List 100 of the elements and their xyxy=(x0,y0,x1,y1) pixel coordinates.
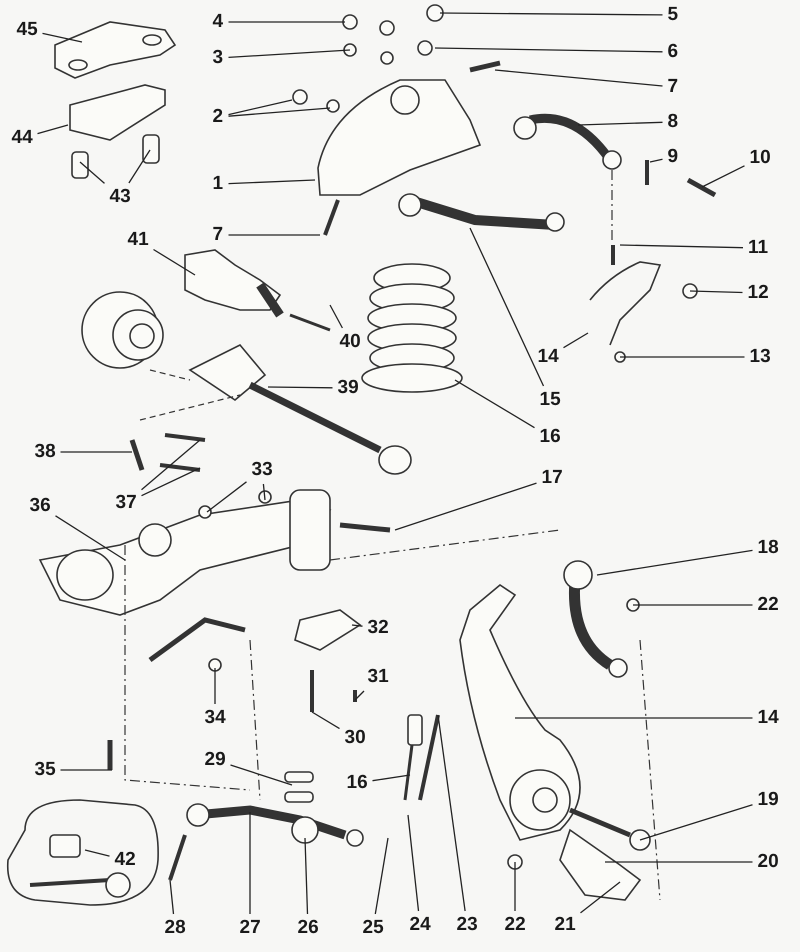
leader-line xyxy=(42,32,82,43)
callout-number: 8 xyxy=(668,112,678,132)
leader-line xyxy=(354,690,364,700)
callout-number: 32 xyxy=(368,618,389,638)
callout-number: 22 xyxy=(504,915,526,935)
leader-line xyxy=(55,515,126,561)
leader-line xyxy=(304,838,308,914)
leader-line xyxy=(374,838,389,914)
callout-number: 30 xyxy=(344,728,366,748)
callout-number: 9 xyxy=(668,147,678,167)
leader-line xyxy=(80,162,105,184)
callout-number: 4 xyxy=(212,12,224,32)
leader-line xyxy=(214,668,216,704)
callout-number: 20 xyxy=(758,852,779,872)
leader-line xyxy=(407,814,420,912)
callout-number: 22 xyxy=(758,595,779,615)
callout-number: 6 xyxy=(668,42,678,62)
callout-number: 28 xyxy=(164,918,186,938)
leader-line xyxy=(620,356,744,358)
leader-line xyxy=(169,880,174,914)
callout-number: 34 xyxy=(204,708,226,728)
leader-line xyxy=(605,861,752,863)
leader-line xyxy=(352,624,363,627)
leader-line xyxy=(640,804,753,841)
leader-line xyxy=(84,849,110,857)
callout-number: 35 xyxy=(34,760,56,780)
callout-number: 10 xyxy=(750,148,771,168)
callout-number: 44 xyxy=(12,128,33,148)
leader-line xyxy=(60,769,112,771)
leader-line xyxy=(60,451,132,453)
callout-number: 15 xyxy=(540,390,561,410)
callout-number: 13 xyxy=(750,347,771,367)
leader-line xyxy=(394,482,537,531)
leader-line xyxy=(230,764,292,786)
callout-number: 1 xyxy=(212,174,224,194)
leader-line xyxy=(228,99,292,116)
leader-line xyxy=(141,467,200,496)
callout-number: 36 xyxy=(30,496,51,516)
leader-line xyxy=(440,12,662,16)
leader-line xyxy=(372,774,410,782)
callout-number: 7 xyxy=(212,225,224,245)
callout-number: 45 xyxy=(16,20,38,40)
leader-line xyxy=(650,158,663,163)
callout-number: 18 xyxy=(758,538,779,558)
callout-number: 43 xyxy=(110,187,131,207)
leader-line xyxy=(228,234,320,236)
callout-number: 24 xyxy=(410,915,431,935)
leader-line xyxy=(228,179,316,184)
leader-line xyxy=(454,379,535,428)
leader-line xyxy=(578,122,663,126)
callout-number: 14 xyxy=(538,347,559,367)
leader-line xyxy=(596,550,753,576)
leader-line xyxy=(514,862,516,911)
callout-number: 11 xyxy=(748,238,768,258)
callout-number: 5 xyxy=(668,5,678,25)
leader-line xyxy=(437,714,466,912)
callout-number: 41 xyxy=(128,230,149,250)
leader-line xyxy=(633,604,752,606)
leader-line xyxy=(228,49,350,58)
callout-number: 25 xyxy=(362,918,384,938)
leader-line xyxy=(37,124,68,134)
leader-line xyxy=(128,150,151,184)
callout-number: 26 xyxy=(298,918,319,938)
leader-line xyxy=(153,248,196,276)
callout-number: 39 xyxy=(338,378,359,398)
leader-line xyxy=(312,711,340,730)
callout-number: 17 xyxy=(542,468,563,488)
leader-line xyxy=(494,69,663,87)
leader-line xyxy=(702,165,745,188)
callout-number: 40 xyxy=(340,332,361,352)
leader-line xyxy=(620,244,744,248)
callout-number: 16 xyxy=(540,427,561,447)
leader-line xyxy=(262,484,266,500)
callout-number: 42 xyxy=(114,850,136,870)
callout-number: 37 xyxy=(116,493,137,513)
leader-line xyxy=(141,440,200,490)
callout-number: 2 xyxy=(212,107,224,127)
leader-line xyxy=(228,107,330,117)
callout-number: 31 xyxy=(368,667,389,687)
callout-number: 12 xyxy=(748,283,769,303)
leader-line xyxy=(268,386,332,388)
callout-number: 23 xyxy=(456,915,478,935)
leader-line xyxy=(563,332,588,348)
callout-number: 21 xyxy=(554,915,576,935)
callout-number: 19 xyxy=(758,790,779,810)
leader-line xyxy=(329,304,343,328)
callout-number: 14 xyxy=(758,708,779,728)
callout-number: 29 xyxy=(204,750,226,770)
leader-line xyxy=(434,47,663,52)
callout-number: 38 xyxy=(34,442,56,462)
leader-line xyxy=(515,717,752,719)
callout-number: 33 xyxy=(252,460,273,480)
leader-line xyxy=(469,228,544,386)
callout-number: 16 xyxy=(346,773,368,793)
leader-line xyxy=(249,812,251,914)
leader-line xyxy=(580,881,620,914)
callout-number: 7 xyxy=(668,77,678,97)
leader-line xyxy=(228,21,345,23)
leader-line xyxy=(690,290,743,294)
callout-number: 3 xyxy=(212,48,224,68)
